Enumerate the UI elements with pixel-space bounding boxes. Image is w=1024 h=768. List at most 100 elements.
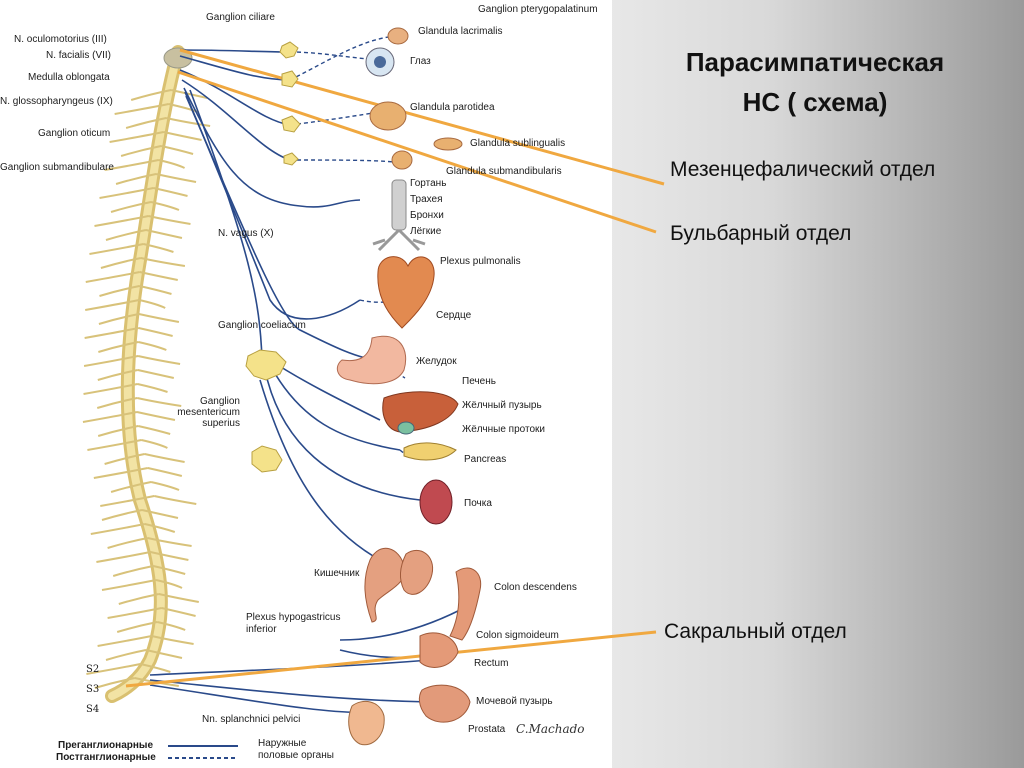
- intestine-shape-2: [399, 549, 434, 595]
- label-gortan: Гортань: [410, 178, 447, 189]
- spinal-root: [114, 103, 169, 115]
- spinal-root: [99, 187, 154, 199]
- spinal-root: [158, 593, 199, 603]
- spinal-root: [139, 271, 178, 281]
- spinal-root: [98, 341, 139, 353]
- spinal-root: [158, 159, 186, 169]
- label-colon-descendens: Colon descendens: [494, 582, 577, 593]
- label-bronhi: Бронхи: [410, 210, 444, 221]
- label-mochevoy-puzyr: Мочевой пузырь: [476, 696, 553, 707]
- label-glandula-submandibularis: Glandula submandibularis: [446, 166, 562, 177]
- parotid-gland-shape: [369, 101, 407, 131]
- spinal-root: [101, 579, 157, 591]
- label-glandula-sublingualis: Glandula sublingualis: [470, 138, 566, 149]
- label-ganglion-submandibulare: Ganglion submandibulare: [0, 162, 114, 173]
- spinal-root: [137, 355, 181, 365]
- spinal-root: [153, 187, 188, 197]
- ganglion-mesentericum-shape: [251, 445, 283, 473]
- spinal-root: [165, 117, 211, 127]
- spinal-root: [89, 243, 144, 255]
- callout-bulbar: Бульбарный отдел: [670, 222, 852, 245]
- label-zhelchny-puzyr: Жёлчный пузырь: [462, 400, 542, 411]
- label-zhelchnye-protoki: Жёлчные протоки: [462, 424, 545, 435]
- callout-sacral: Сакральный отдел: [664, 620, 847, 643]
- label-zheludok: Желудок: [416, 356, 457, 367]
- label-prostata: Prostata: [468, 724, 506, 735]
- legend-lines: [168, 745, 238, 759]
- submandibular-gland-shape: [391, 150, 413, 170]
- organs: [336, 27, 482, 746]
- spinal-root: [83, 383, 138, 395]
- spinal-root: [98, 313, 140, 325]
- spinal-root: [144, 523, 176, 533]
- label-plexus-hypogastricus-1: Plexus hypogastricus: [246, 612, 341, 623]
- legend-external-1: Наружные: [258, 738, 307, 749]
- spinal-root: [170, 89, 208, 99]
- spinal-root: [137, 425, 171, 435]
- spinal-root: [115, 173, 157, 185]
- spinal-root: [107, 537, 148, 549]
- label-kishechnik: Кишечник: [314, 568, 360, 579]
- spinal-root: [138, 327, 173, 337]
- spinal-root: [97, 635, 152, 647]
- legend-external-2: половые органы: [258, 750, 334, 761]
- legend-preganglionic: Преганглионарные: [58, 740, 153, 751]
- label-serdce: Сердце: [436, 310, 472, 321]
- gallbladder-shape: [397, 421, 415, 435]
- label-glaz: Глаз: [410, 56, 431, 67]
- spinal-root: [94, 215, 149, 227]
- label-n-facialis: N. facialis (VII): [46, 50, 112, 61]
- callout-lines: [125, 48, 665, 688]
- slide-title-line2: НС ( схема): [742, 87, 888, 117]
- label-n-vagus: N. vagus (X): [218, 228, 274, 239]
- spinal-root: [125, 117, 167, 129]
- ganglion-ciliare-shape: [279, 41, 299, 59]
- spinal-root: [138, 299, 166, 309]
- label-s3: S3: [86, 684, 100, 695]
- spinal-cord: [105, 45, 185, 703]
- spinal-root: [85, 271, 140, 283]
- spinal-root: [144, 453, 185, 463]
- kidney-shape: [419, 479, 453, 525]
- spinal-root: [147, 467, 183, 477]
- legend-postganglionic: Постганглионарные: [56, 752, 156, 763]
- spinal-root: [96, 397, 138, 409]
- spinal-root: [138, 341, 167, 351]
- anatomy-plate: [0, 0, 612, 768]
- spinal-nerve-roots-right: [134, 89, 211, 687]
- label-ganglion-mesentericum-1: Ganglion: [199, 396, 240, 407]
- external-genitals-shape: [348, 700, 385, 746]
- lacrimal-gland-shape: [387, 27, 409, 45]
- ganglion-oticum-shape: [281, 115, 301, 133]
- slide-title: Парасимпатическая НС ( схема): [640, 42, 990, 122]
- spinal-root: [100, 495, 155, 507]
- label-medulla-oblongata: Medulla oblongata: [28, 72, 110, 83]
- label-ganglion-mesentericum-3: superius: [202, 418, 240, 429]
- spinal-root: [155, 579, 183, 589]
- spinal-root: [136, 411, 176, 421]
- spinal-root: [120, 145, 162, 157]
- callout-mesencephalic: Мезенцефалический отдел: [670, 158, 936, 181]
- label-traheya: Трахея: [410, 194, 443, 205]
- spinal-root: [112, 565, 154, 577]
- label-ganglion-coeliacum: Ganglion coeliacum: [218, 320, 306, 331]
- spinal-root: [147, 537, 192, 547]
- spinal-root: [101, 509, 143, 521]
- spinal-root: [161, 607, 196, 617]
- intestine-shape: [364, 547, 405, 623]
- spinal-root: [141, 439, 168, 449]
- spinal-root: [84, 327, 139, 339]
- spinal-root: [105, 649, 147, 661]
- colon-descendens-shape: [449, 567, 482, 641]
- eye-shape: [365, 47, 395, 77]
- spinal-root: [94, 677, 135, 689]
- ganglia: [245, 41, 301, 473]
- slide-title-line1: Парасимпатическая: [685, 47, 945, 77]
- spinal-root: [148, 215, 191, 225]
- spinal-root: [140, 257, 186, 267]
- spinal-root: [97, 369, 138, 381]
- label-s4: S4: [86, 704, 100, 715]
- spinal-root: [137, 369, 175, 379]
- label-ganglion-ciliare: Ganglion ciliare: [206, 12, 275, 23]
